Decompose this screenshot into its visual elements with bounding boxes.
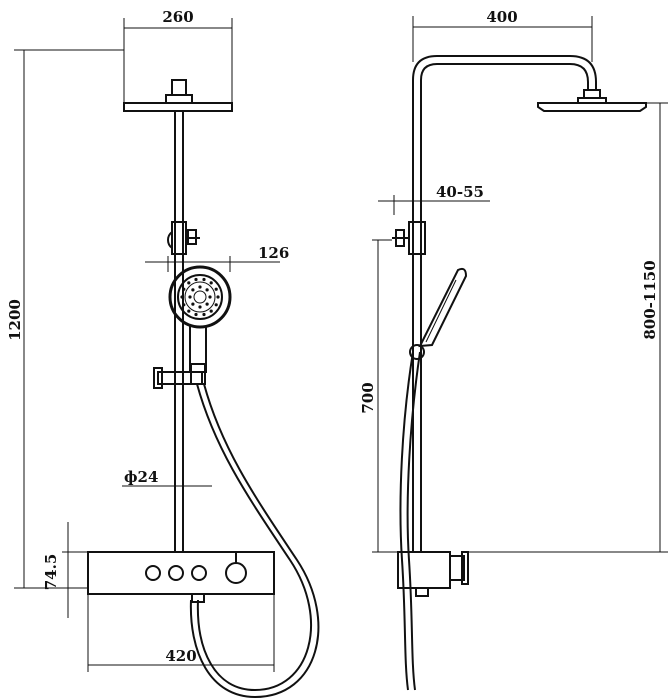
rain-shower-head (123, 79, 233, 112)
front-view: 260 126 (6, 8, 320, 699)
mixer-height-label: 74.5 (42, 554, 60, 591)
nozzle-dot (205, 302, 209, 306)
shower-hose (189, 383, 320, 699)
slide-holder (153, 367, 203, 389)
wall-gap-label: 40-55 (436, 183, 484, 201)
nozzle-dot (198, 305, 202, 309)
mixer-height-dimension: 74.5 (42, 522, 88, 618)
nozzle-dot (180, 295, 184, 299)
nozzle-dot (214, 303, 218, 307)
wall-gap-dimension: 40-55 (378, 183, 490, 215)
nozzle-dot (205, 288, 209, 292)
adjustable-height-dimension: 800-1150 (468, 102, 668, 553)
projection-dimension: 400 (412, 8, 593, 62)
rail-diameter-dimension: ф24 (122, 468, 212, 487)
adjustable-height-label: 800-1150 (641, 260, 659, 339)
nozzle-dot (194, 277, 198, 282)
side-view: 400 40-55 (359, 8, 668, 691)
nozzle-dot (202, 312, 206, 317)
head-width-label: 260 (162, 8, 193, 26)
side-hose (399, 351, 421, 691)
bracket-height-label: 700 (359, 382, 377, 413)
nozzle-dot (202, 277, 206, 282)
total-height-label: 1200 (6, 299, 24, 341)
nozzle-dot (194, 312, 198, 317)
mixer-width-dimension: 420 (87, 594, 275, 672)
nozzle-dot (209, 309, 213, 313)
mixer-width-label: 420 (165, 647, 196, 665)
handset-width-dimension: 126 (145, 244, 289, 272)
handset-width-label: 126 (258, 244, 289, 262)
total-height-dimension: 1200 (6, 49, 124, 589)
hand-shower-nozzles (180, 277, 220, 317)
nozzle-dot (182, 303, 186, 307)
side-wall-bracket (392, 221, 426, 255)
nozzle-dot (209, 281, 213, 285)
nozzle-dot (191, 302, 195, 306)
nozzle-dot (187, 281, 191, 285)
bracket-height-dimension: 700 (359, 239, 398, 553)
nozzle-dot (214, 287, 218, 291)
rail-diameter-label: ф24 (124, 468, 158, 486)
projection-label: 400 (486, 8, 517, 26)
side-riser-arm (412, 55, 607, 552)
nozzle-dot (188, 295, 192, 299)
side-mixer (397, 551, 469, 597)
nozzle-dot (216, 295, 220, 299)
nozzle-dot (198, 285, 202, 289)
nozzle-dot (191, 288, 195, 292)
hand-shower (168, 265, 232, 385)
head-width-dimension: 260 (123, 8, 233, 108)
side-rain-head (537, 102, 647, 112)
diverter-bracket (167, 221, 200, 255)
side-hand-shower (409, 267, 468, 360)
nozzle-dot (182, 287, 186, 291)
mixer-body (87, 551, 275, 603)
riser-rail (174, 111, 184, 552)
nozzle-dot (208, 295, 212, 299)
nozzle-dot (187, 309, 191, 313)
